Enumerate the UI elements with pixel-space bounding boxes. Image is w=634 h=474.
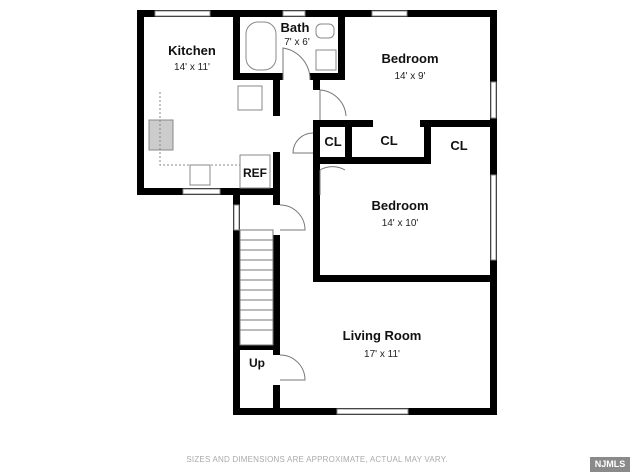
living-room-label: Living Room <box>343 328 422 343</box>
closet-label: CL <box>324 134 341 149</box>
stairs-up-label: Up <box>249 356 265 370</box>
ref-label: REF <box>243 166 267 180</box>
bedroom1-size: 14' x 9' <box>394 71 425 82</box>
stairs <box>239 229 274 346</box>
doors <box>279 47 347 381</box>
refrigerator-icon <box>239 154 271 189</box>
kitchen-sink-icon <box>189 164 211 186</box>
disclaimer: SIZES AND DIMENSIONS ARE APPROXIMATE, AC… <box>186 455 448 464</box>
njmls-logo: NJMLS <box>590 457 630 472</box>
toilet-icon <box>315 23 335 39</box>
fixtures <box>148 21 337 189</box>
kitchen-size: 14' x 11' <box>174 62 210 73</box>
closet-label: CL <box>450 138 467 153</box>
bedroom1-label: Bedroom <box>381 51 438 66</box>
kitchen-label: Kitchen <box>168 43 216 58</box>
living-room-size: 17' x 11' <box>364 349 400 360</box>
sink-icon <box>315 49 337 71</box>
bedroom2-size: 14' x 10' <box>382 218 419 229</box>
windows <box>154 10 497 415</box>
stove-icon <box>148 119 174 151</box>
bath-label: Bath <box>281 20 310 35</box>
kitchen-island <box>237 85 263 111</box>
bath-size: 7' x 6' <box>284 37 310 48</box>
closet-label: CL <box>380 133 397 148</box>
bathtub-icon <box>245 21 277 71</box>
bedroom2-label: Bedroom <box>371 198 428 213</box>
